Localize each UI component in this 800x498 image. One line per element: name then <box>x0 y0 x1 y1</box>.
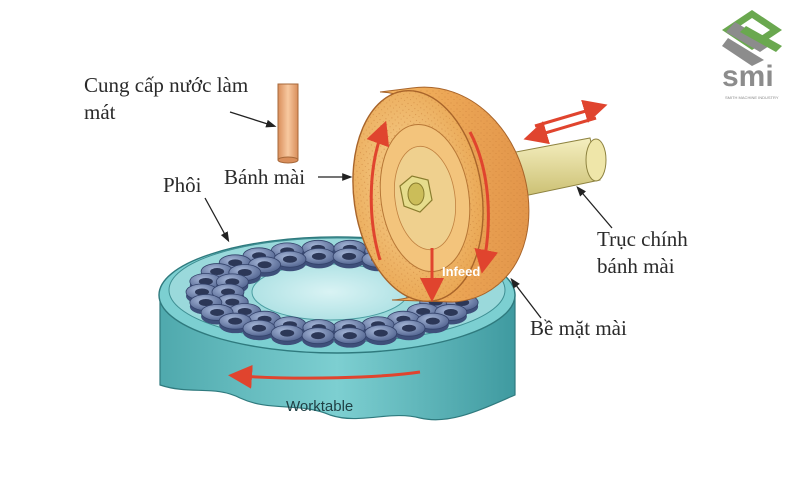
worktable-label: Worktable <box>286 398 354 415</box>
wheel-rotation-arrows <box>366 120 499 274</box>
coolant-label: Cung cấp nước làm mát <box>84 72 248 126</box>
leader-lines <box>204 111 613 319</box>
workpiece-ring <box>270 324 304 346</box>
logo-text: smi <box>722 60 774 93</box>
wheel-label: Bánh mài <box>224 165 306 189</box>
workpiece-ring <box>364 324 398 346</box>
worktable-rotation-arrow <box>228 364 421 389</box>
workpiece-ring <box>301 327 335 348</box>
logo-mark-icon <box>722 10 782 66</box>
workpiece-ring <box>273 250 307 272</box>
workpiece-ring <box>302 247 336 269</box>
coolant-label-line1: Cung cấp nước làm <box>84 73 249 97</box>
workpiece-ring <box>332 247 366 269</box>
spindle-label-line1: Trục chính <box>597 227 688 251</box>
workpiece-ring <box>333 327 367 348</box>
coolant-pipe <box>277 83 299 164</box>
infeed-label: Infeed <box>442 264 481 279</box>
spindle-label: Trục chính bánh mài <box>597 226 688 280</box>
workpiece-label: Phôi <box>163 173 202 197</box>
logo-tagline: SMITH MACHINE INDUSTRY <box>725 95 779 100</box>
coolant-label-line2: mát <box>84 100 116 124</box>
workpiece-ring <box>392 319 426 341</box>
reciprocating-arrows <box>523 99 608 145</box>
workpiece-rings <box>185 239 479 348</box>
grinding-surface-label: Bề mặt mài <box>530 316 627 340</box>
spindle-label-line2: bánh mài <box>597 254 675 278</box>
smi-logo <box>722 10 782 66</box>
workpiece-ring <box>242 319 276 341</box>
